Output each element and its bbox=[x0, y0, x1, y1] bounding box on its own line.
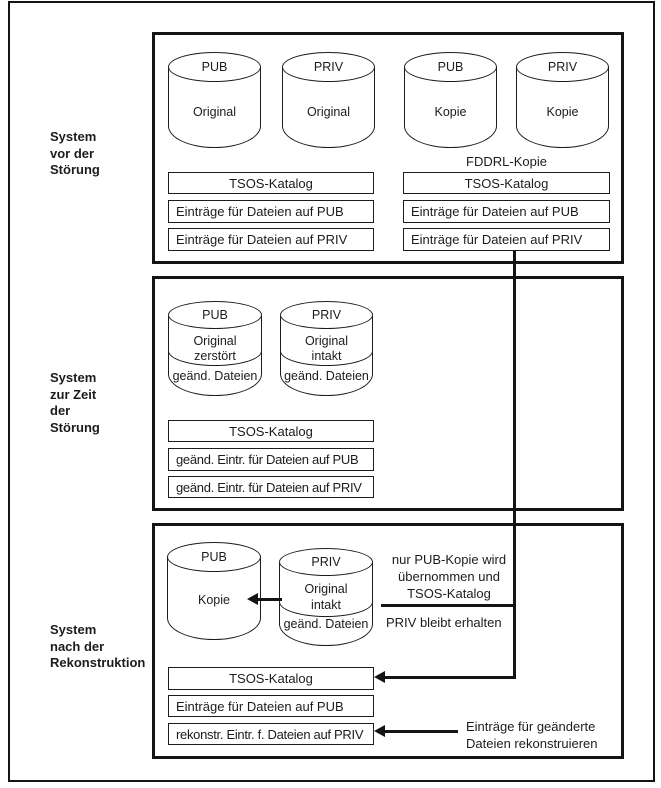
note-pub-copy-taken: nur PUB-Kopie wird übernommen und TSOS-K… bbox=[391, 552, 507, 601]
cylinder-content-label: geänd. Dateien bbox=[172, 369, 258, 383]
arrow-line-reconstruct bbox=[384, 730, 458, 733]
cylinder-content-label: Original bbox=[304, 582, 348, 596]
cylinder-pub-damaged: PUB Original zerstört geänd. Dateien bbox=[168, 301, 262, 396]
cylinder-priv-after: PRIV Original intakt geänd. Dateien bbox=[279, 548, 373, 646]
connector-vertical-line bbox=[513, 251, 516, 679]
cylinder-top-ellipse bbox=[168, 301, 262, 329]
cylinder-bottom-arc bbox=[404, 126, 497, 148]
cylinder-name-label: PUB bbox=[201, 550, 227, 564]
cylinder-top-ellipse bbox=[516, 52, 609, 82]
cylinder-pub-original: PUB Original bbox=[168, 52, 261, 148]
section-before-frame bbox=[152, 32, 624, 264]
cylinder-name-label: PRIV bbox=[313, 60, 344, 74]
entries-pub-box-after: Einträge für Dateien auf PUB bbox=[168, 695, 374, 717]
cylinder-priv-original: PRIV Original bbox=[282, 52, 375, 148]
tsos-katalog-box-before-right: TSOS-Katalog bbox=[403, 172, 610, 194]
entries-pub-box-before-right: Einträge für Dateien auf PUB bbox=[403, 200, 610, 223]
cylinder-bottom-arc bbox=[516, 126, 609, 148]
label-system-after: System nach der Rekonstruktion bbox=[50, 622, 146, 670]
cylinder-content-label: Kopie bbox=[546, 105, 579, 119]
cylinder-pub-copy: PUB Kopie bbox=[404, 52, 497, 148]
fddrl-kopie-label: FDDRL-Kopie bbox=[466, 154, 547, 169]
cylinder-content-label: Original bbox=[306, 105, 351, 119]
cylinder-name-label: PRIV bbox=[311, 308, 342, 322]
cylinder-name-label: PRIV bbox=[547, 60, 578, 74]
label-system-before: System vor der Störung bbox=[50, 129, 100, 177]
note-priv-kept: PRIV bleibt erhalten bbox=[386, 615, 502, 630]
cylinder-content-label: Original bbox=[192, 105, 237, 119]
tsos-katalog-box-during: TSOS-Katalog bbox=[168, 420, 374, 442]
cylinder-name-label: PUB bbox=[201, 60, 228, 74]
cylinder-content-label: intakt bbox=[311, 598, 341, 612]
note-reconstruct-entries: Einträge für geänderte Dateien rekonstru… bbox=[466, 719, 598, 751]
cylinder-name-label: PUB bbox=[437, 60, 464, 74]
entries-pub-box-before-left: Einträge für Dateien auf PUB bbox=[168, 200, 374, 223]
cylinder-name-label: PUB bbox=[202, 308, 228, 322]
arrow-line-to-tsos bbox=[382, 676, 514, 679]
tsos-katalog-box-before-left: TSOS-Katalog bbox=[168, 172, 374, 194]
cylinder-priv-copy: PRIV Kopie bbox=[516, 52, 609, 148]
changed-entries-priv-box: geänd. Eintr. für Dateien auf PRIV bbox=[168, 476, 374, 498]
arrowhead-to-tsos-icon bbox=[374, 671, 385, 683]
cylinder-priv-intact: PRIV Original intakt geänd. Dateien bbox=[280, 301, 373, 396]
cylinder-pub-restored: PUB Kopie bbox=[167, 542, 261, 640]
entries-priv-box-before-left: Einträge für Dateien auf PRIV bbox=[168, 228, 374, 251]
cylinder-top-ellipse bbox=[167, 542, 261, 572]
cylinder-top-ellipse bbox=[168, 52, 261, 82]
cylinder-name-label: PRIV bbox=[311, 555, 341, 569]
cylinder-top-ellipse bbox=[280, 301, 373, 329]
arrowhead-priv-to-pub-icon bbox=[247, 593, 258, 605]
section-during-frame bbox=[152, 276, 624, 511]
cylinder-content-label: intakt bbox=[311, 349, 342, 363]
cylinder-content-label: Kopie bbox=[434, 105, 467, 119]
cylinder-content-label: geänd. Dateien bbox=[283, 617, 369, 631]
cylinder-bottom-arc bbox=[282, 126, 375, 148]
cylinder-content-label: geänd. Dateien bbox=[284, 369, 369, 383]
cylinder-top-ellipse bbox=[282, 52, 375, 82]
note-copy-underline bbox=[381, 604, 514, 607]
cylinder-content-label: Original bbox=[193, 334, 237, 348]
changed-entries-pub-box: geänd. Eintr. für Dateien auf PUB bbox=[168, 448, 374, 471]
cylinder-content-label: Kopie bbox=[198, 593, 230, 607]
cylinder-top-ellipse bbox=[279, 548, 373, 576]
cylinder-content-label: Original bbox=[304, 334, 349, 348]
cylinder-bottom-arc bbox=[168, 126, 261, 148]
arrowhead-reconstruct-icon bbox=[374, 725, 385, 737]
reconstructed-entries-priv-box: rekonstr. Eintr. f. Dateien auf PRIV bbox=[168, 723, 374, 745]
tsos-katalog-box-after: TSOS-Katalog bbox=[168, 667, 374, 690]
cylinder-content-label: zerstört bbox=[194, 349, 236, 363]
arrow-line-priv-to-pub bbox=[256, 598, 282, 601]
label-system-during: System zur Zeit der Störung bbox=[50, 370, 100, 435]
section-after-frame bbox=[152, 523, 624, 759]
cylinder-top-ellipse bbox=[404, 52, 497, 82]
cylinder-bottom-arc bbox=[167, 618, 261, 640]
entries-priv-box-before-right: Einträge für Dateien auf PRIV bbox=[403, 228, 610, 251]
